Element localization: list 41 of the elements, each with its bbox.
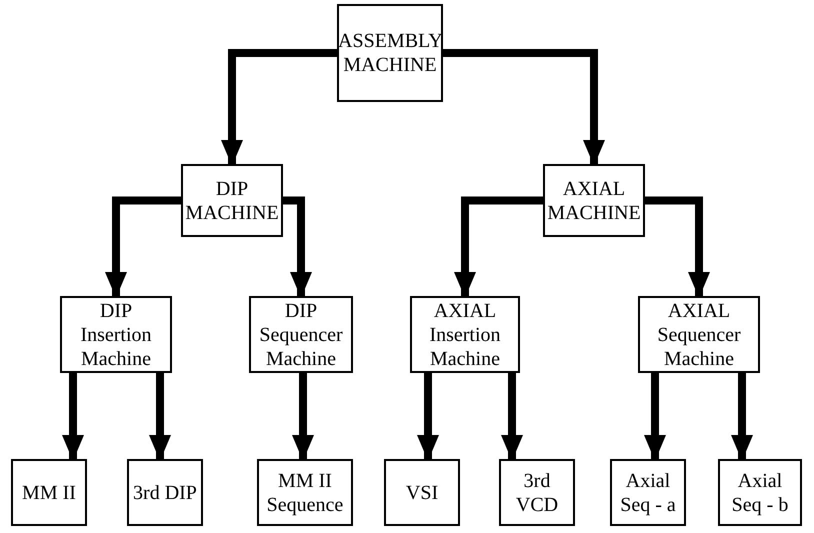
node-label: DIP Insertion Machine [79,298,153,370]
arrow [731,373,753,461]
machine-box [60,296,172,373]
machine-box [127,459,203,526]
node-label: AXIAL Insertion Machine [428,298,502,370]
machine-box [249,296,353,373]
arrow [221,49,337,166]
arrow [501,373,523,461]
arrow [149,373,171,461]
machine-box [610,459,686,526]
node-label: MM II Sequence [266,468,344,516]
node-label: AXIAL Sequencer Machine [656,298,742,370]
node-label: VSI [406,480,438,504]
node-label: 3rd VCD [514,468,560,516]
node-label: AXIAL MACHINE [547,176,641,224]
node-label: DIP MACHINE [185,176,279,224]
machine-box [257,459,353,526]
machine-box [543,164,645,237]
machine-box [718,459,802,526]
machine-box [410,296,520,373]
arrow [283,196,312,298]
arrow [105,196,181,298]
node-label: Axial Seq - b [730,468,790,516]
arrow [644,373,666,461]
machine-box [181,164,283,237]
arrow [417,373,439,461]
arrow [645,196,710,298]
machine-box [11,459,87,526]
machine-box [499,459,575,526]
node-label: MM II [22,480,76,504]
arrow [292,373,314,461]
node-label: Axial Seq - a [619,468,677,516]
node-label: 3rd DIP [133,480,197,504]
machine-box [337,4,443,102]
arrow [443,49,605,166]
machine-box [384,459,460,526]
machine-box [638,296,760,373]
node-label: DIP Sequencer Machine [258,298,344,370]
node-label: ASSEMBLY MACHINE [338,29,442,77]
arrow [62,373,84,461]
arrow [454,196,543,298]
